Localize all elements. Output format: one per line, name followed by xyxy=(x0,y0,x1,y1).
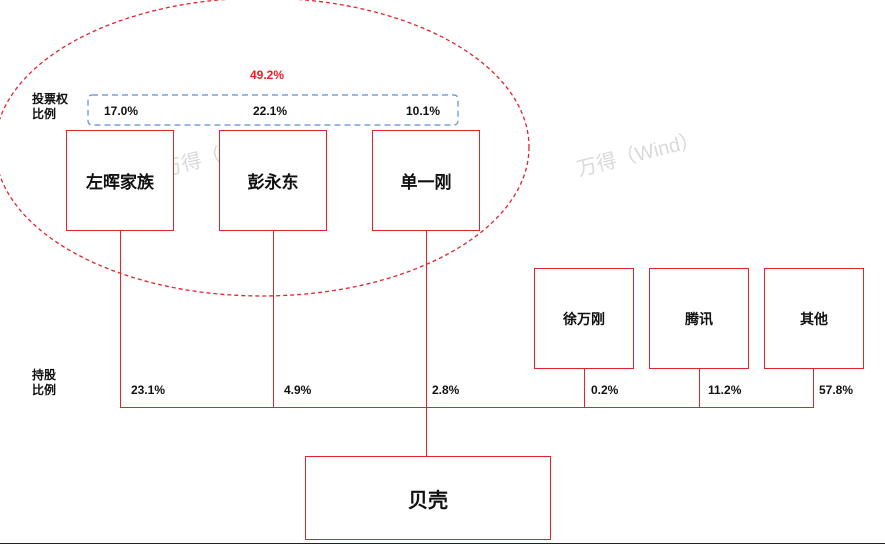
shareholder-name: 其他 xyxy=(800,310,828,327)
voting-ratio-label-line2: 比例 xyxy=(32,107,57,121)
shareholder-name: 彭永东 xyxy=(247,173,299,192)
shareholder-name: 左晖家族 xyxy=(86,173,154,192)
shareholder-box-xuwangang: 徐万刚 xyxy=(534,268,634,369)
shareholder-box-zuohui: 左晖家族 xyxy=(66,130,174,231)
shareholder-box-shanyigang: 单一刚 xyxy=(372,130,480,231)
shareholder-name: 徐万刚 xyxy=(563,310,605,327)
holding-pengyongdong: 4.9% xyxy=(284,383,312,397)
holding-xuwangang: 0.2% xyxy=(591,383,619,397)
voting-pengyongdong: 22.1% xyxy=(253,104,288,118)
shareholder-name: 单一刚 xyxy=(400,173,452,192)
shareholder-box-tencent: 腾讯 xyxy=(649,268,749,369)
voting-zuohui: 17.0% xyxy=(104,104,139,118)
voting-ratio-frame xyxy=(87,94,459,126)
voting-ratio-label: 投票权 比例 xyxy=(32,92,68,122)
company-box-beike: 贝壳 xyxy=(305,456,551,540)
holding-shanyigang: 2.8% xyxy=(432,383,460,397)
voting-total: 49.2% xyxy=(250,68,285,82)
controlling-group-ellipse xyxy=(0,0,530,297)
shareholder-box-others: 其他 xyxy=(764,268,864,369)
shareholder-name: 腾讯 xyxy=(685,310,713,327)
company-name: 贝壳 xyxy=(408,489,448,512)
holding-ratio-label-line1: 持股 xyxy=(32,368,57,382)
holding-others: 57.8% xyxy=(819,383,854,397)
shareholder-box-pengyongdong: 彭永东 xyxy=(219,130,327,231)
holding-ratio-label-line2: 比例 xyxy=(32,383,57,397)
voting-ratio-label-line1: 投票权 xyxy=(32,92,69,106)
holding-ratio-label: 持股 比例 xyxy=(32,368,56,398)
voting-shanyigang: 10.1% xyxy=(406,104,441,118)
holding-zuohui: 23.1% xyxy=(131,383,166,397)
holding-tencent: 11.2% xyxy=(708,383,742,397)
